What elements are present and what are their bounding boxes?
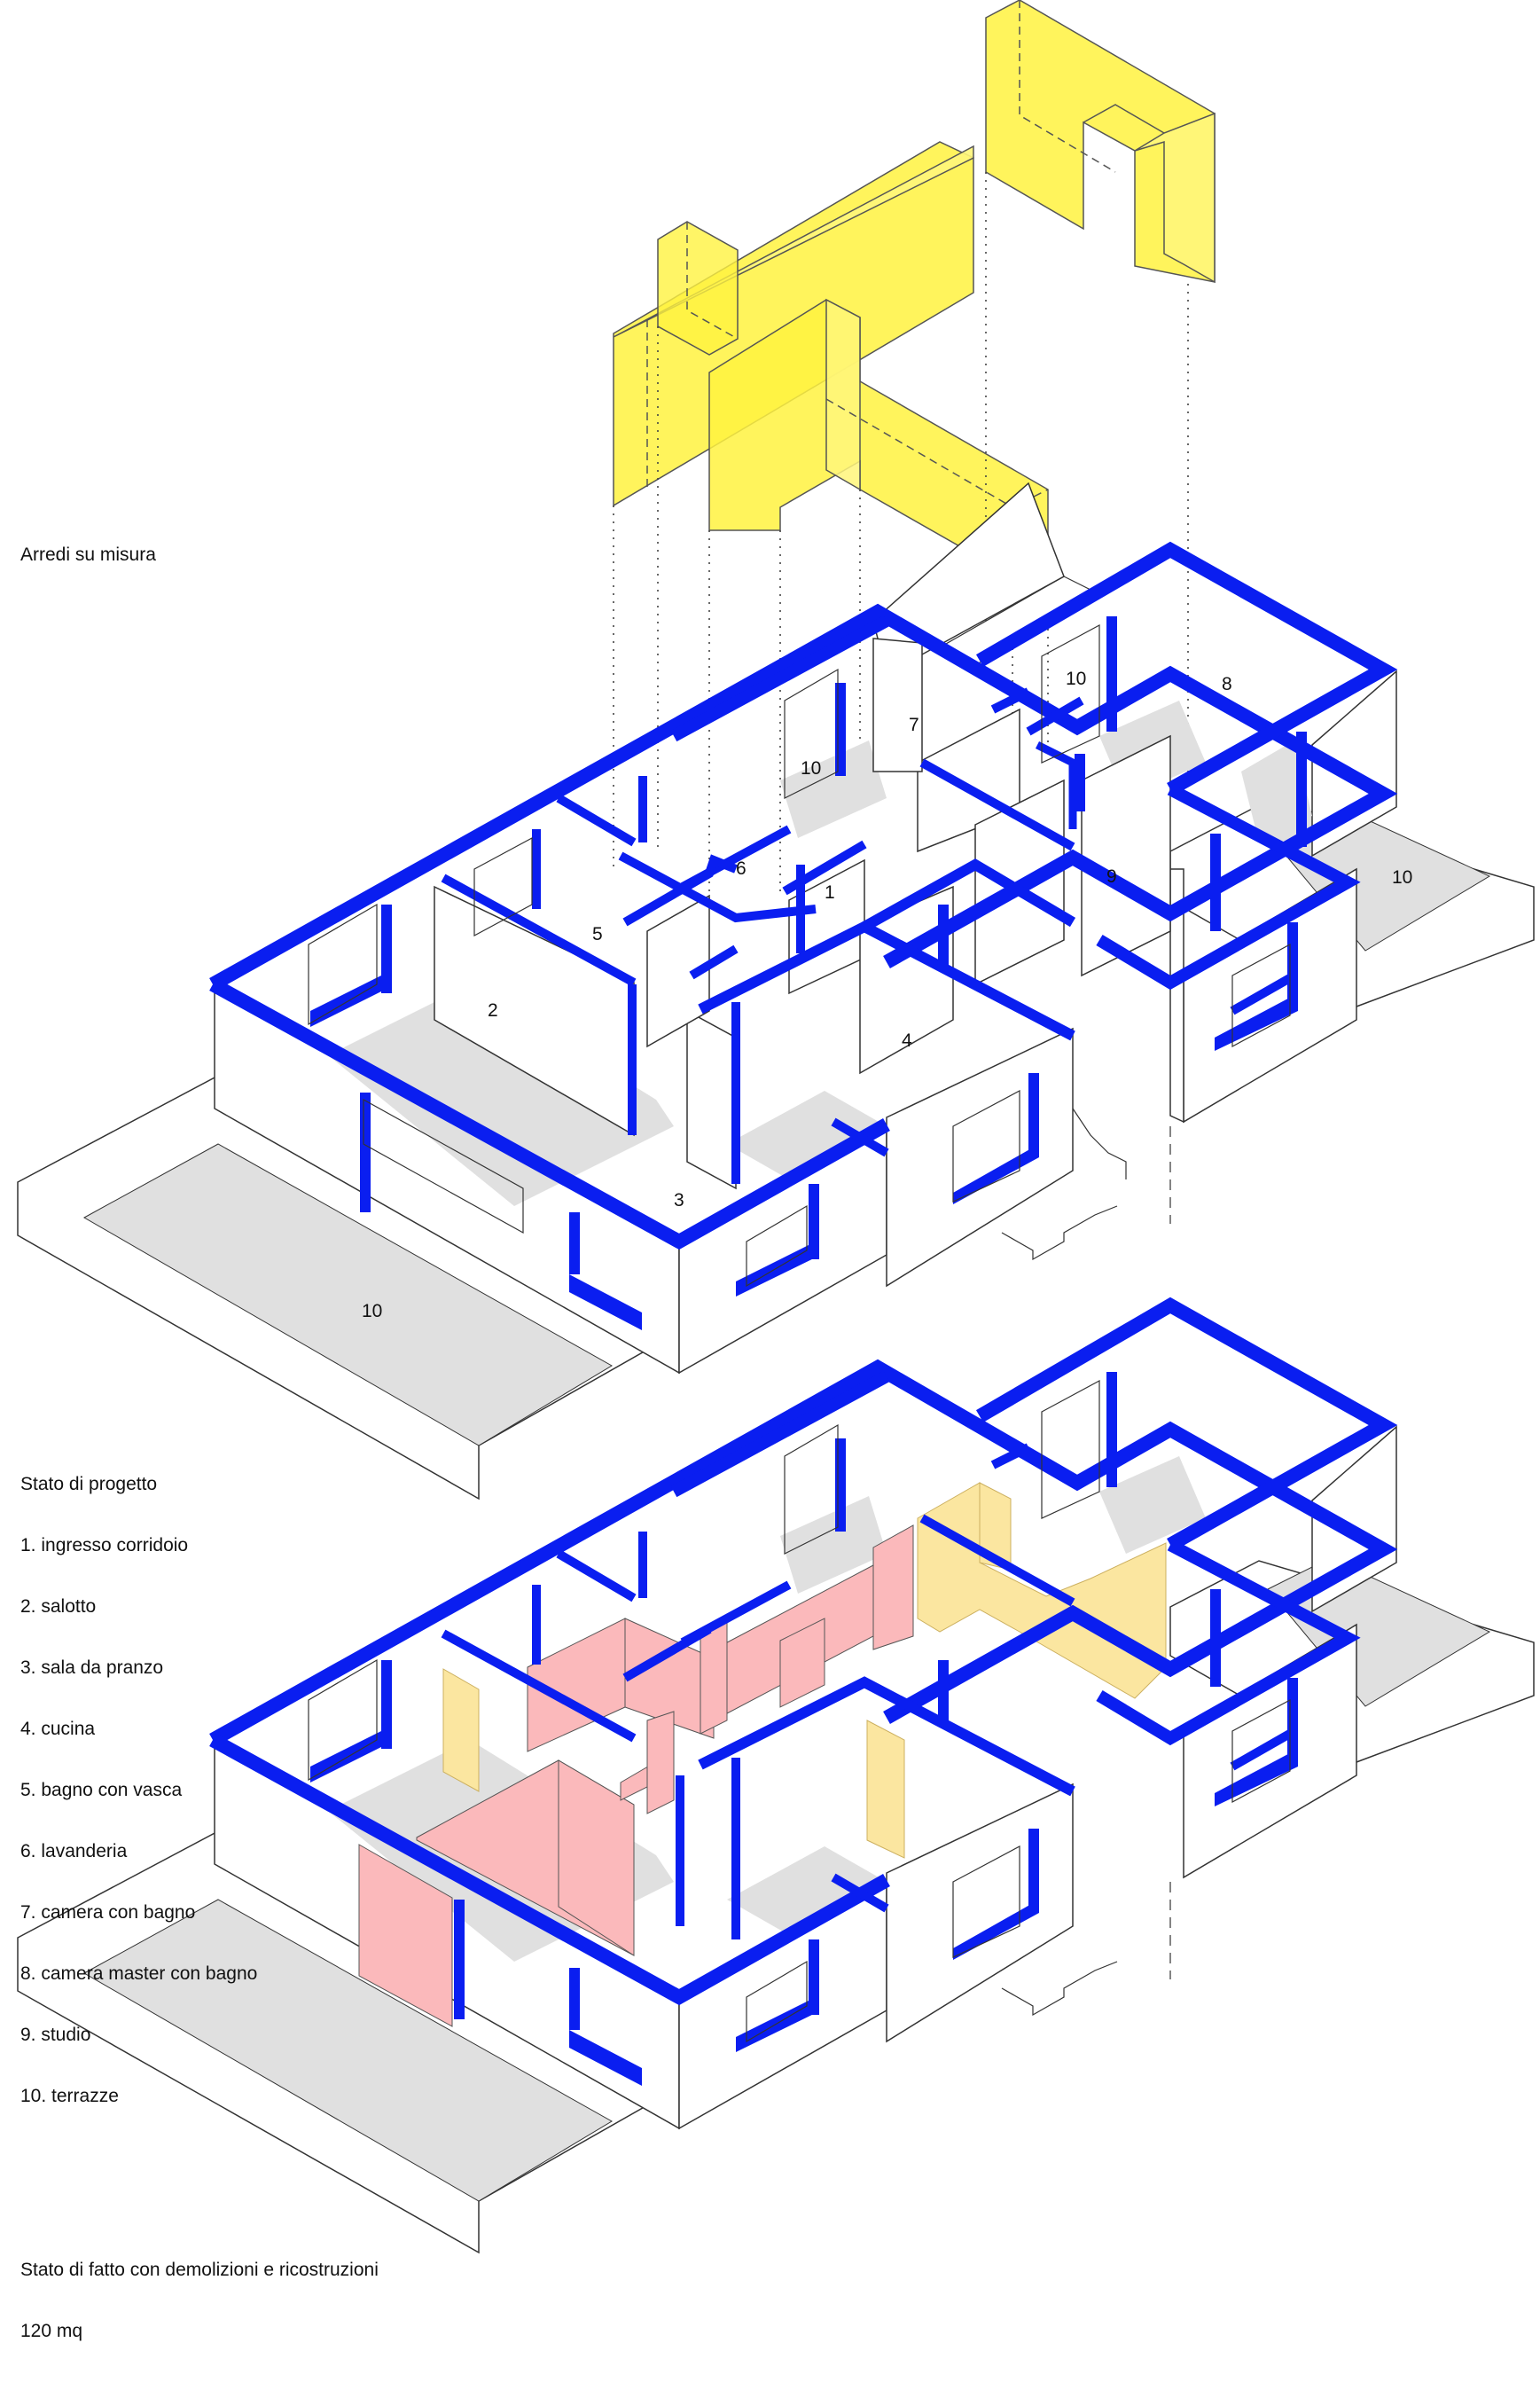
legend-item: 2. salotto <box>20 1596 97 1617</box>
plan-project-state: 1 2 3 4 5 6 7 8 9 10 10 10 10 <box>17 482 1535 1501</box>
room-label-5: 5 <box>592 924 603 944</box>
plan-existing-state <box>17 1297 1535 2254</box>
room-label-1: 1 <box>825 882 835 903</box>
room-label-10-front: 10 <box>362 1301 382 1321</box>
caption-custom-furniture: Arredi su misura <box>20 545 156 565</box>
cut-walls-blue-existing <box>209 1297 1398 2006</box>
legend-item: 1. ingresso corridoio <box>20 1535 189 1555</box>
room-label-8: 8 <box>1222 674 1232 694</box>
caption-existing-state: Stato di fatto con demolizioni e ricostr… <box>20 2219 379 2382</box>
room-labels-project: 1 2 3 4 5 6 7 8 9 10 10 10 10 <box>362 669 1412 1321</box>
legend-item: 7. camera con bagno <box>20 1902 196 1923</box>
furniture-unit-u-shape <box>985 0 1216 284</box>
room-label-9: 9 <box>1106 866 1117 887</box>
new-walls-existing <box>442 1482 1167 1859</box>
demolition-walls <box>358 1524 914 2027</box>
cut-walls-blue <box>209 541 1398 1250</box>
room-label-6: 6 <box>736 858 747 879</box>
legend-item: 10. terrazze <box>20 2086 119 2106</box>
legend-item: 3. sala da pranzo <box>20 1657 164 1678</box>
axonometric-drawing-sheet: 1 2 3 4 5 6 7 8 9 10 10 10 10 <box>17 0 1535 2341</box>
wall-openings <box>310 616 1307 1330</box>
room-label-7: 7 <box>909 715 919 735</box>
legend-title: Stato di progetto <box>20 1474 158 1494</box>
exterior-walls <box>214 670 1397 1375</box>
legend-block: Stato di progetto 1. ingresso corridoio … <box>20 1433 257 2147</box>
legend-item: 9. studio <box>20 2025 91 2045</box>
legend-item: 5. bagno con vasca <box>20 1780 183 1800</box>
room-label-10-top: 10 <box>1066 669 1086 689</box>
room-label-10-right: 10 <box>1392 867 1412 888</box>
room-label-4: 4 <box>902 1030 912 1051</box>
legend-item: 8. camera master con bagno <box>20 1963 258 1984</box>
legend-item: 4. cucina <box>20 1719 96 1739</box>
room-label-10-center: 10 <box>801 758 821 779</box>
caption-existing-area: 120 mq <box>20 2321 83 2341</box>
legend-item: 6. lavanderia <box>20 1841 128 1861</box>
room-label-3: 3 <box>674 1190 684 1211</box>
window-frames <box>308 623 1291 1288</box>
window-frames-existing <box>308 1379 1291 2043</box>
stairs <box>1001 1108 1171 1261</box>
axonometric-drawings: 1 2 3 4 5 6 7 8 9 10 10 10 10 <box>17 0 1535 2254</box>
room-label-2: 2 <box>488 1000 498 1021</box>
